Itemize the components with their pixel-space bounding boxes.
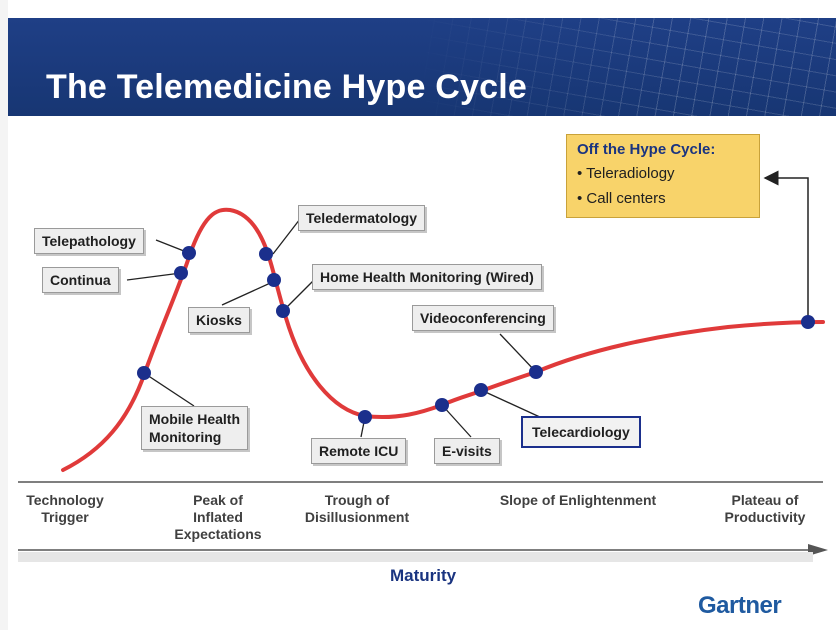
phase-line: Trough of bbox=[324, 492, 390, 508]
label-mobile-health-line1: Mobile Health bbox=[149, 411, 241, 427]
marker-telecardiology bbox=[474, 383, 488, 397]
marker-home-health bbox=[276, 304, 290, 318]
connector-mobile-health bbox=[143, 372, 195, 407]
marker-kiosks bbox=[267, 273, 281, 287]
label-remote-icu: Remote ICU bbox=[311, 438, 407, 464]
marker-remote-icu bbox=[358, 410, 372, 424]
label-mobile-health-line2: Monitoring bbox=[149, 429, 222, 445]
brand-logo: Gartner bbox=[698, 592, 782, 619]
phase-plateau: Plateau of Productivity bbox=[710, 492, 820, 526]
label-kiosks: Kiosks bbox=[188, 307, 250, 333]
phase-line: Trigger bbox=[41, 509, 89, 525]
hype-curve bbox=[61, 207, 825, 472]
marker-mobile-health bbox=[137, 366, 151, 380]
marker-telepathology bbox=[182, 246, 196, 260]
connector-kiosks bbox=[221, 279, 278, 306]
marker-videoconferencing bbox=[529, 365, 543, 379]
phase-line: Slope of Enlightenment bbox=[499, 492, 657, 508]
marker-continua bbox=[174, 266, 188, 280]
off-hype-item: • Call centers bbox=[577, 190, 666, 207]
label-home-health: Home Health Monitoring (Wired) bbox=[312, 264, 542, 290]
title-banner: The Telemedicine Hype Cycle bbox=[8, 18, 836, 116]
banner-grid-decoration bbox=[416, 18, 836, 116]
connector-teledermatology bbox=[272, 218, 301, 255]
phase-line: Disillusionment bbox=[304, 509, 410, 525]
off-hype-cycle-box: Off the Hype Cycle: • Teleradiology • Ca… bbox=[566, 134, 760, 218]
axis-label-maturity: Maturity bbox=[390, 566, 457, 585]
label-telecardiology: Telecardiology bbox=[521, 416, 641, 448]
connector-continua bbox=[126, 272, 182, 281]
connector-evisits bbox=[441, 404, 472, 438]
marker-teledermatology bbox=[259, 247, 273, 261]
label-videoconferencing: Videoconferencing bbox=[412, 305, 554, 331]
connector-lines bbox=[126, 218, 543, 438]
label-continua: Continua bbox=[42, 267, 119, 293]
marker-evisits bbox=[435, 398, 449, 412]
label-telepathology: Telepathology bbox=[34, 228, 144, 254]
maturity-axis-band bbox=[18, 552, 813, 562]
connector-telecardiology bbox=[480, 389, 543, 419]
phase-peak: Peak of Inflated Expectations bbox=[158, 492, 278, 543]
phase-line: Technology bbox=[26, 492, 104, 508]
phase-technology-trigger: Technology Trigger bbox=[10, 492, 120, 526]
label-teledermatology: Teledermatology bbox=[298, 205, 425, 231]
phase-line: Productivity bbox=[724, 509, 806, 525]
off-hype-arrow bbox=[763, 170, 809, 322]
label-mobile-health: Mobile Health Monitoring bbox=[141, 406, 249, 450]
phase-slope: Slope of Enlightenment bbox=[478, 492, 678, 509]
phase-line: Expectations bbox=[174, 526, 262, 542]
phase-line: Plateau of bbox=[731, 492, 799, 508]
slide: The Telemedicine Hype Cycle bbox=[8, 0, 836, 630]
phase-line: Peak of bbox=[193, 492, 243, 508]
label-evisits: E-visits bbox=[434, 438, 500, 464]
hype-cycle-diagram bbox=[18, 170, 828, 562]
marker-plateau bbox=[801, 315, 815, 329]
off-hype-title: Off the Hype Cycle: bbox=[577, 141, 716, 158]
off-hype-item: • Teleradiology bbox=[577, 165, 675, 182]
phase-line: Inflated bbox=[193, 509, 243, 525]
curve-markers bbox=[137, 246, 815, 424]
phase-trough: Trough of Disillusionment bbox=[292, 492, 422, 526]
connector-home-health bbox=[282, 277, 317, 312]
page-title: The Telemedicine Hype Cycle bbox=[46, 68, 527, 106]
connector-videoconferencing bbox=[499, 333, 537, 373]
